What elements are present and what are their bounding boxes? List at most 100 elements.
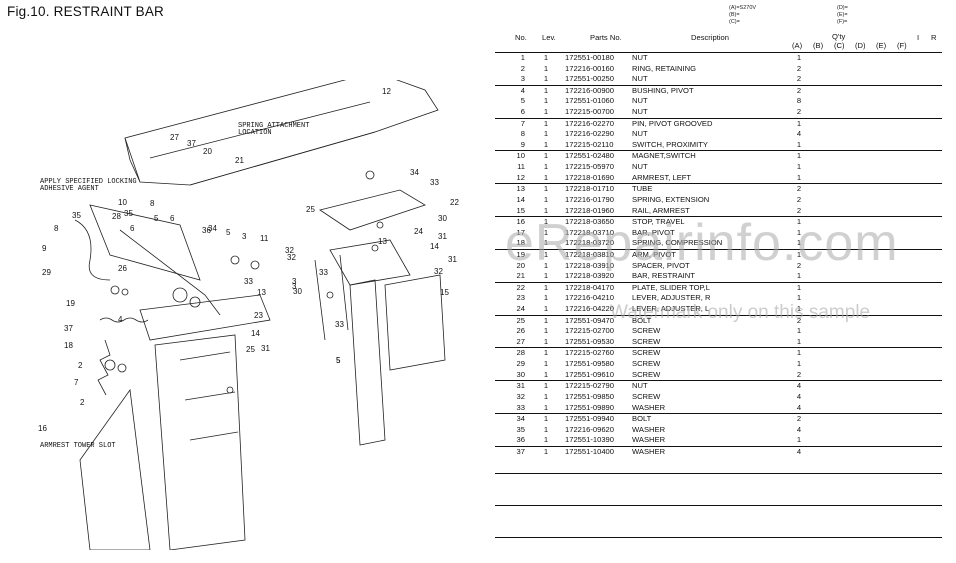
callout-number: 9 xyxy=(42,244,47,253)
cell-qty-a: 2 xyxy=(796,184,802,194)
cell-part-no: 172551-09890 xyxy=(565,402,614,412)
cell-no: 36 xyxy=(516,435,525,445)
switch-cable xyxy=(74,219,111,281)
callout-number: 35 xyxy=(124,209,133,218)
cell-part-no: 172551-09850 xyxy=(565,391,614,401)
cell-lev: 1 xyxy=(543,381,549,391)
cell-no: 23 xyxy=(516,293,525,303)
callout-number: 33 xyxy=(335,320,344,329)
cell-no: 24 xyxy=(516,304,525,314)
header-col-b: (B) xyxy=(813,41,824,50)
cell-part-no: 172216-01790 xyxy=(565,194,614,204)
callout-number: 3 xyxy=(242,232,247,241)
cell-part-no: 172218-01710 xyxy=(565,184,614,194)
cell-lev: 1 xyxy=(543,293,549,303)
nut-mark xyxy=(121,288,129,296)
cell-part-no: 172216-00160 xyxy=(565,63,614,73)
cell-description: BOLT xyxy=(632,414,652,424)
cell-description: SCREW xyxy=(632,348,661,358)
cell-part-no: 172218-03710 xyxy=(565,227,614,237)
cell-no: 4 xyxy=(520,85,525,95)
cell-no: 31 xyxy=(516,381,525,391)
screw-leaders xyxy=(314,254,349,341)
header-col-i: I xyxy=(917,33,920,42)
cell-no: 37 xyxy=(516,446,525,456)
cell-no: 12 xyxy=(516,172,525,182)
cell-part-no: 172215-00700 xyxy=(565,107,614,117)
cell-lev: 1 xyxy=(543,227,549,237)
nut-mark xyxy=(230,255,240,265)
cell-qty-a: 2 xyxy=(796,315,802,325)
callout-number: 19 xyxy=(66,299,75,308)
callout-number: 5 xyxy=(154,214,159,223)
cell-qty-a: 1 xyxy=(796,162,802,172)
restraint-bar-end xyxy=(124,137,141,183)
callout-number: 30 xyxy=(438,214,447,223)
cell-no: 9 xyxy=(520,139,525,149)
cell-part-no: 172216-00900 xyxy=(565,85,614,95)
cell-part-no: 172551-09470 xyxy=(565,315,614,325)
callout-number: 8 xyxy=(54,224,59,233)
cell-qty-a: 1 xyxy=(796,304,802,314)
cell-lev: 1 xyxy=(543,402,549,412)
cell-qty-a: 1 xyxy=(796,172,802,182)
cell-qty-a: 1 xyxy=(796,271,802,281)
callout-number: 2 xyxy=(78,361,83,370)
bushing-mark xyxy=(104,359,116,371)
note-spring-line-2: LOCATION xyxy=(238,129,272,137)
cell-description: BOLT xyxy=(632,315,652,325)
cell-lev: 1 xyxy=(543,249,549,259)
cell-description: NUT xyxy=(632,381,648,391)
callout-number: 22 xyxy=(450,198,459,207)
cell-no: 26 xyxy=(516,326,525,336)
cell-no: 25 xyxy=(516,315,525,325)
cell-part-no: 172216-09620 xyxy=(565,424,614,434)
cell-lev: 1 xyxy=(543,359,549,369)
callout-number: 20 xyxy=(203,147,212,156)
legend-entry: (C)= xyxy=(729,19,740,26)
blank-row-line xyxy=(495,505,942,506)
cell-lev: 1 xyxy=(543,162,549,172)
cell-part-no: 172216-04220 xyxy=(565,304,614,314)
cell-part-no: 172215-02700 xyxy=(565,326,614,336)
callout-number: 23 xyxy=(254,311,263,320)
header-no: No. xyxy=(515,33,527,42)
callout-number: 25 xyxy=(246,345,255,354)
callout-number: 10 xyxy=(118,198,127,207)
cell-description: SPACER, PIVOT xyxy=(632,260,690,270)
cell-qty-a: 2 xyxy=(796,194,802,204)
cell-part-no: 172551-00180 xyxy=(565,53,614,62)
callout-number: 24 xyxy=(414,227,423,236)
cell-lev: 1 xyxy=(543,194,549,204)
cell-qty-a: 1 xyxy=(796,348,802,358)
callout-number: 14 xyxy=(251,329,260,338)
cell-lev: 1 xyxy=(543,74,549,84)
cell-qty-a: 2 xyxy=(796,205,802,215)
cell-no: 10 xyxy=(516,151,525,161)
cell-no: 19 xyxy=(516,249,525,259)
cell-no: 21 xyxy=(516,271,525,281)
note-locking-line-1: APPLY SPECIFIED LOCKING xyxy=(40,178,137,186)
cell-part-no: 172551-01060 xyxy=(565,96,614,106)
note-tower-slot: ARMREST TOWER SLOT xyxy=(40,442,116,450)
legend-entry: (B)= xyxy=(729,12,740,19)
cell-no: 6 xyxy=(520,107,525,117)
cell-part-no: 172216-04210 xyxy=(565,293,614,303)
cell-qty-a: 1 xyxy=(796,139,802,149)
cell-qty-a: 2 xyxy=(796,63,802,73)
restraint-bar-shape xyxy=(124,80,439,186)
cell-lev: 1 xyxy=(543,107,549,117)
callout-number: 28 xyxy=(112,212,121,221)
cell-no: 29 xyxy=(516,359,525,369)
cell-description: STOP, TRAVEL xyxy=(632,217,685,227)
cell-lev: 1 xyxy=(543,151,549,161)
header-col-a: (A) xyxy=(792,41,803,50)
cell-no: 16 xyxy=(516,217,525,227)
cell-qty-a: 8 xyxy=(796,96,802,106)
